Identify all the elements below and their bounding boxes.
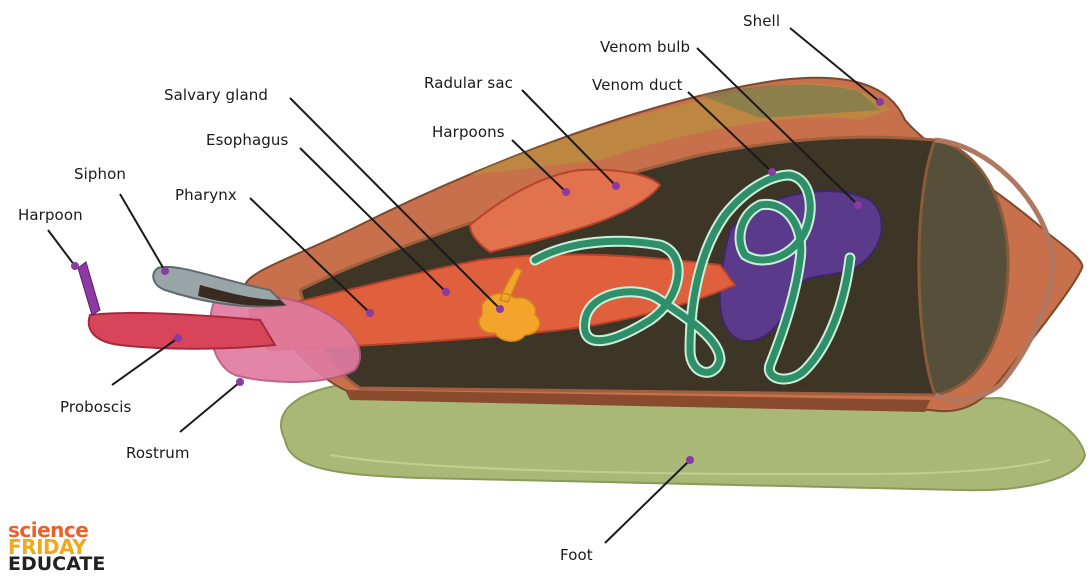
siphon-leader	[120, 194, 165, 271]
harpoons-dot	[562, 188, 570, 196]
label-venom-bulb: Venom bulb	[600, 38, 690, 56]
label-siphon: Siphon	[74, 165, 126, 183]
esophagus-dot	[442, 288, 450, 296]
harpoon-shape	[78, 262, 100, 315]
logo-line-educate: EDUCATE	[8, 556, 105, 573]
science-friday-logo: science FRIDAY EDUCATE	[8, 522, 105, 573]
harpoon-leader	[48, 230, 75, 266]
label-esophagus: Esophagus	[206, 131, 288, 149]
venom-bulb-dot	[854, 201, 862, 209]
rostrum-leader	[180, 382, 240, 432]
label-harpoon: Harpoon	[18, 206, 83, 224]
label-rostrum: Rostrum	[126, 444, 190, 462]
harpoon-dot	[71, 262, 79, 270]
siphon-dot	[161, 267, 169, 275]
label-radular-sac: Radular sac	[424, 74, 513, 92]
label-proboscis: Proboscis	[60, 398, 131, 416]
label-harpoons: Harpoons	[432, 123, 505, 141]
foot-dot	[686, 456, 694, 464]
venom-duct-dot	[768, 168, 776, 176]
proboscis-dot	[174, 334, 182, 342]
label-pharynx: Pharynx	[175, 186, 237, 204]
label-salivary-gland: Salvary gland	[164, 86, 268, 104]
shell-dot	[876, 98, 884, 106]
radular-sac-dot	[612, 182, 620, 190]
pharynx-dot	[366, 309, 374, 317]
proboscis-shape	[89, 313, 275, 349]
salivary-gland-dot	[496, 305, 504, 313]
label-foot: Foot	[560, 546, 593, 564]
label-shell: Shell	[743, 12, 780, 30]
label-venom-duct: Venom duct	[592, 76, 683, 94]
rostrum-dot	[236, 378, 244, 386]
